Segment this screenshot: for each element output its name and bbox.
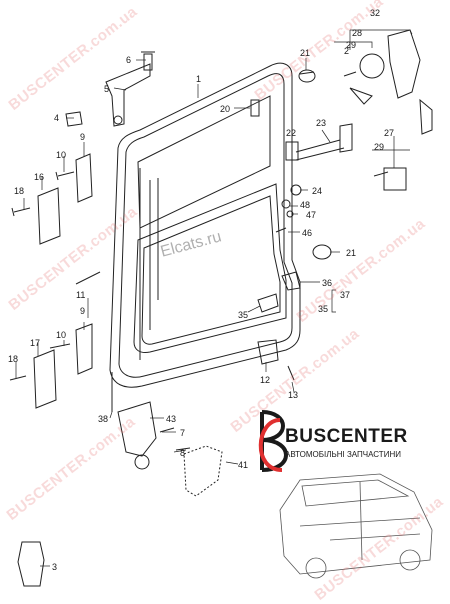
callout-part-23: 23 [316,118,326,128]
part-46-shape [275,227,287,233]
part-43-shape [117,401,157,457]
part-29a-shape [343,71,357,77]
callout-part-18a: 18 [14,186,24,196]
part-41-shape [183,445,223,497]
lower-panel-inner [141,195,281,345]
van-illustration [279,473,433,579]
part-5-shape [105,63,151,127]
part-9a-shape [75,153,93,203]
callout-part-38: 38 [98,414,108,424]
part-28-shape [359,53,385,79]
part-18b-shape [9,375,27,381]
part-10b-shape [49,343,71,349]
callout-part-35a: 35 [238,310,248,320]
part-18a-shape [11,207,31,217]
callout-part-13: 13 [288,390,298,400]
callout-part-24: 24 [312,186,322,196]
callout-part-6: 6 [126,55,131,65]
part-20-shape [250,99,260,117]
part-3-shape [17,541,45,587]
callout-part-4: 4 [54,113,59,123]
callout-part-35b: 35 [318,304,328,314]
callout-part-11: 11 [76,290,85,300]
callout-part-27: 27 [384,128,394,138]
callout-part-43: 43 [166,414,176,424]
part-8-shape [175,447,191,451]
callout-part-46: 46 [302,228,312,238]
callout-part-10b: 10 [56,330,66,340]
part-32-shape [387,29,421,99]
part-16-shape [37,187,61,245]
callout-part-9b: 9 [80,306,85,316]
part-4-shape [65,111,83,127]
callout-part-16: 16 [34,172,44,182]
callout-part-22: 22 [286,128,296,138]
part-21b-shape [312,244,332,260]
part-9b-shape [75,323,93,375]
callout-part-8: 8 [180,448,185,458]
part-6-shape [141,51,155,71]
callout-part-18b: 18 [8,354,18,364]
part-35-shape [257,293,279,313]
callout-part-12: 12 [260,375,270,385]
callout-part-48: 48 [300,200,310,210]
callout-part-7: 7 [180,428,185,438]
part-48-shape [281,199,291,209]
callout-part-1: 1 [196,74,201,84]
part-10a-shape [55,171,75,181]
buscenter-logo-mark [258,410,288,472]
callout-part-28: 28 [352,28,362,38]
callout-part-47: 47 [306,210,316,220]
callout-part-37: 37 [340,290,350,300]
callout-part-36: 36 [322,278,332,288]
lower-panel-outline [133,183,287,353]
callout-part-29a: 29 [346,40,356,50]
door-inner-outline [118,73,293,378]
callout-part-41: 41 [238,460,248,470]
callout-part-9a: 9 [80,132,85,142]
callout-part-5: 5 [104,84,109,94]
brand-name: BUSCENTER [285,426,408,447]
callout-part-32: 32 [370,8,380,18]
callout-part-20: 20 [220,104,230,114]
callout-part-21b: 21 [346,248,356,258]
part-17-shape [33,349,57,409]
part-13-shape [287,365,295,381]
callout-part-17: 17 [30,338,40,348]
callout-part-10a: 10 [56,150,66,160]
part-23-shape [295,123,353,161]
part-7-shape [159,427,175,433]
brand-tagline: АВТОМОБІЛЬНІ ЗАПЧАСТИНИ [285,450,401,459]
part-27-shape [383,167,407,191]
part-21-shape [298,69,316,83]
callout-part-29b: 29 [374,142,384,152]
part-12-shape [257,339,279,365]
window-opening [137,95,271,229]
callout-part-3: 3 [52,562,57,572]
part-36-shape [281,271,301,291]
part-29b-shape [349,87,373,105]
callout-part-2: 2 [344,46,349,56]
part-11-shape [75,271,101,285]
callout-part-21a: 21 [300,48,310,58]
